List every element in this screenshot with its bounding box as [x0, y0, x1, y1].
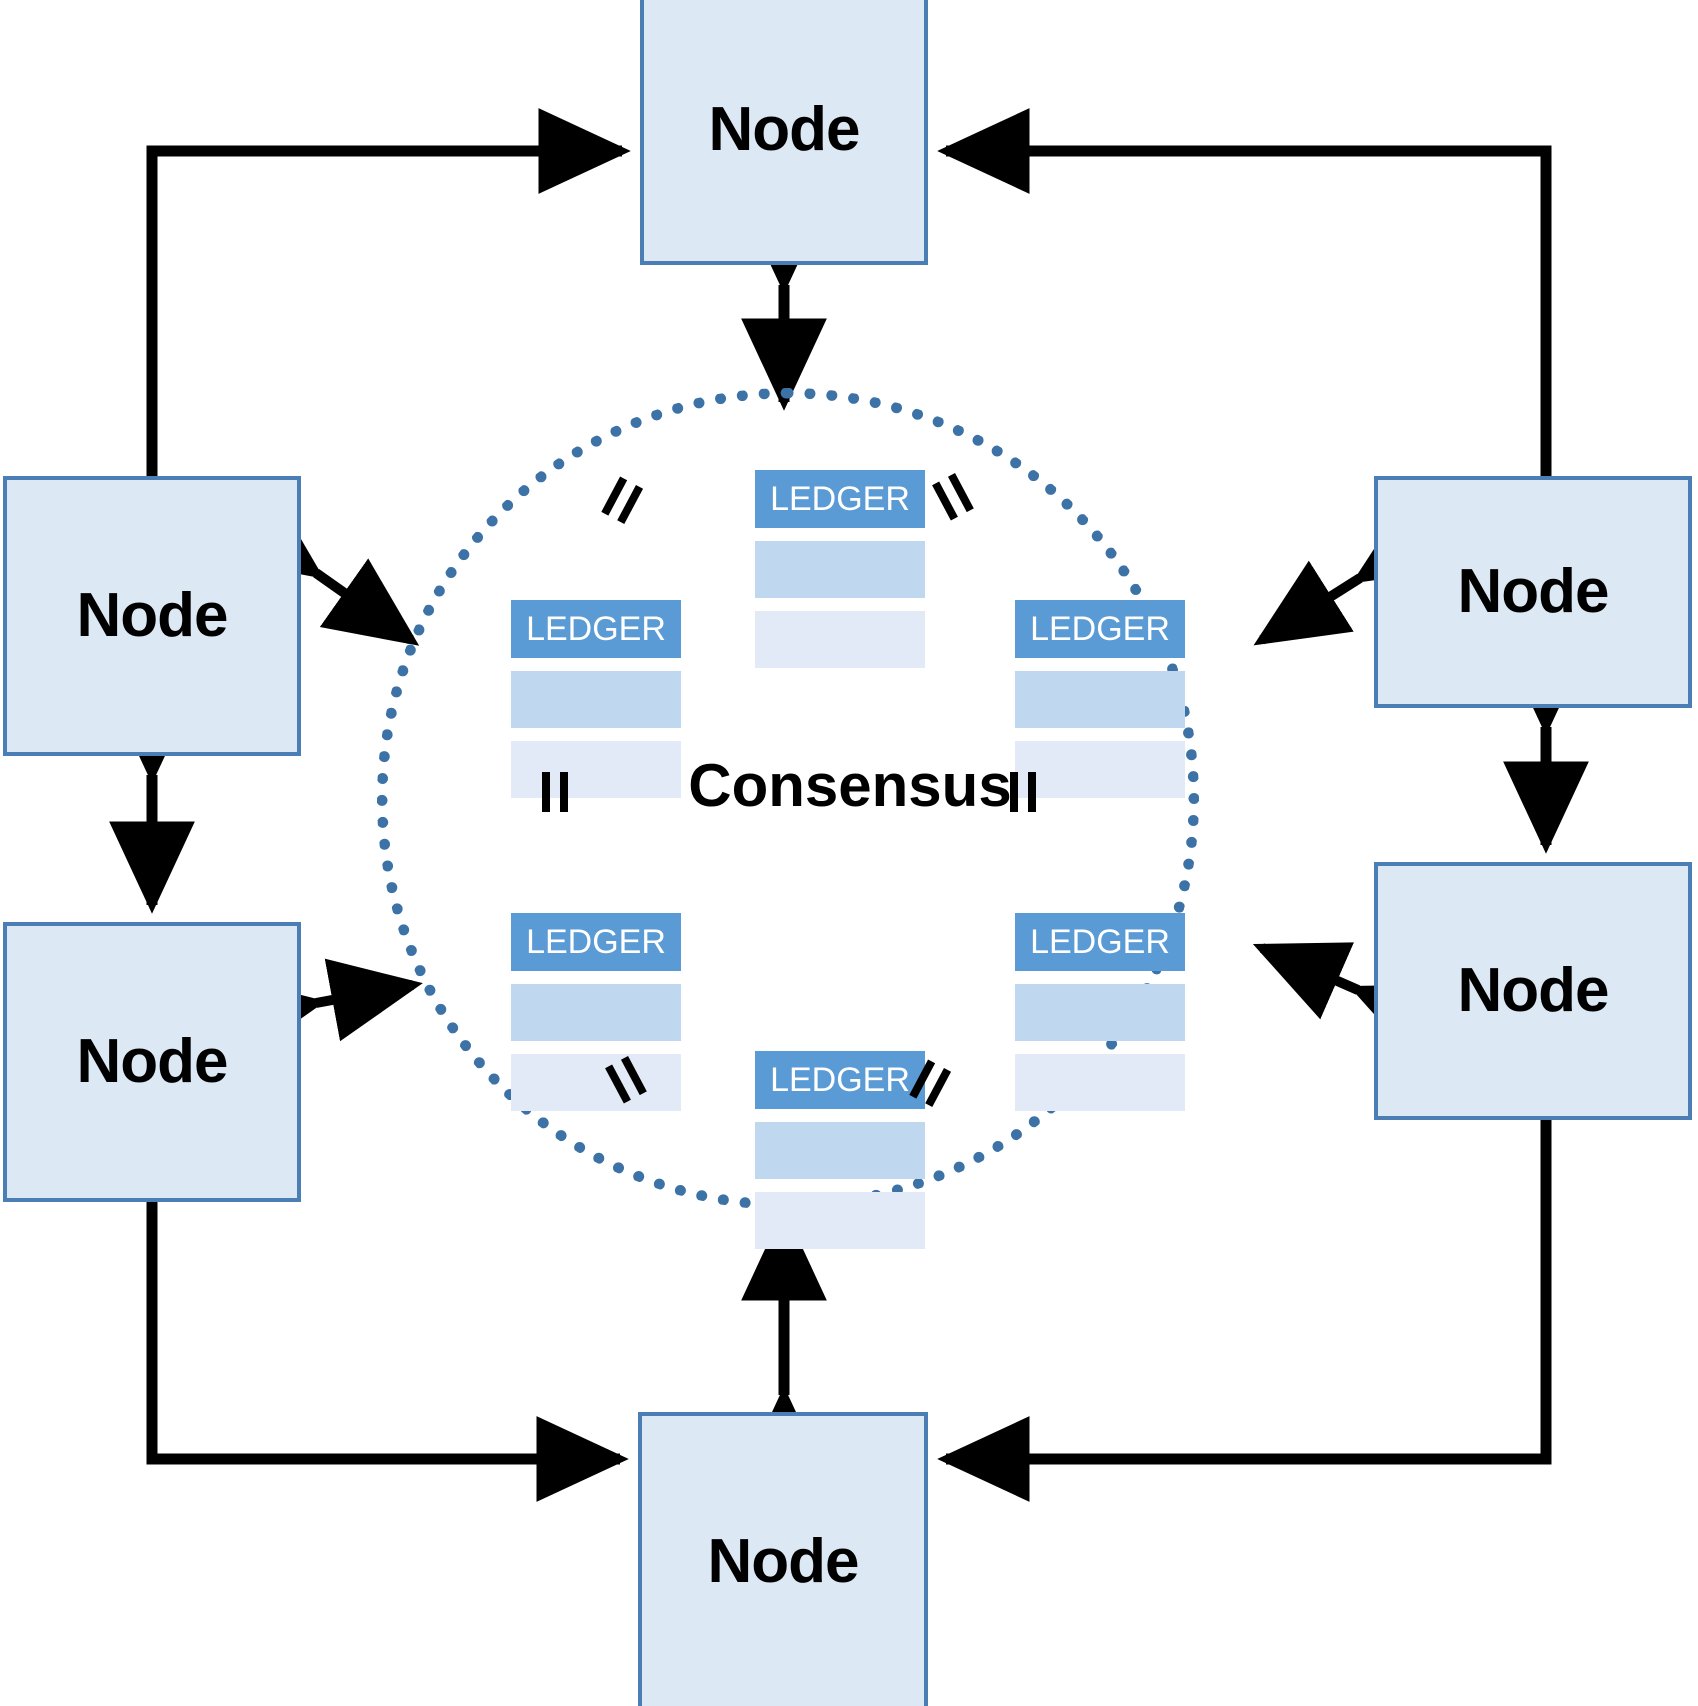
node-label: Node — [76, 1027, 229, 1096]
ledger-row — [1015, 1054, 1185, 1111]
ledger-card-bottom[interactable]: LEDGER — [755, 1051, 925, 1249]
ledger-header-label: LEDGER — [1015, 600, 1185, 658]
ledger-card-upper-left[interactable]: LEDGER — [511, 600, 681, 798]
ledger-row — [511, 741, 681, 798]
ledger-header-label: LEDGER — [755, 1051, 925, 1109]
consensus-label: Consensus — [688, 752, 1012, 819]
ledger-row — [755, 1122, 925, 1179]
edge-left1-to-top — [146, 108, 631, 476]
edge-left2-to-bottom — [146, 1202, 629, 1502]
ledger-header-label: LEDGER — [511, 913, 681, 971]
node-box-top[interactable]: Node — [640, 0, 928, 265]
equals-icon — [534, 768, 578, 812]
node-label: Node — [1457, 956, 1610, 1025]
node-box-right-upper[interactable]: Node — [1374, 476, 1692, 708]
edge-left1-consensus — [224, 491, 420, 646]
ledger-row — [511, 671, 681, 728]
ledger-row — [1015, 984, 1185, 1041]
node-box-left-lower[interactable]: Node — [3, 922, 301, 1202]
ledger-row — [1015, 741, 1185, 798]
ledger-row — [1015, 671, 1185, 728]
ledger-header-label: LEDGER — [755, 470, 925, 528]
node-label: Node — [708, 95, 861, 164]
node-box-left-upper[interactable]: Node — [3, 476, 301, 756]
ledger-row — [755, 1192, 925, 1249]
ledger-card-upper-right[interactable]: LEDGER — [1015, 600, 1185, 798]
edge-right2-to-bottom — [937, 1120, 1552, 1502]
ledger-row — [755, 611, 925, 668]
ledger-card-top[interactable]: LEDGER — [755, 470, 925, 668]
node-label: Node — [76, 581, 229, 650]
ledger-row — [755, 541, 925, 598]
edge-right1-consensus — [1253, 498, 1452, 646]
node-label: Node — [707, 1527, 860, 1596]
ledger-row — [511, 1054, 681, 1111]
edge-left2-consensus — [227, 958, 423, 1060]
edge-right1-to-top — [937, 108, 1552, 476]
node-box-bottom[interactable]: Node — [638, 1412, 928, 1706]
ledger-header-label: LEDGER — [1015, 913, 1185, 971]
node-box-right-lower[interactable]: Node — [1374, 862, 1692, 1120]
ledger-card-lower-left[interactable]: LEDGER — [511, 913, 681, 1111]
edge-right2-consensus — [1252, 942, 1450, 1062]
ledger-card-lower-right[interactable]: LEDGER — [1015, 913, 1185, 1111]
node-label: Node — [1457, 557, 1610, 626]
ledger-row — [511, 984, 681, 1041]
ledger-header-label: LEDGER — [511, 600, 681, 658]
